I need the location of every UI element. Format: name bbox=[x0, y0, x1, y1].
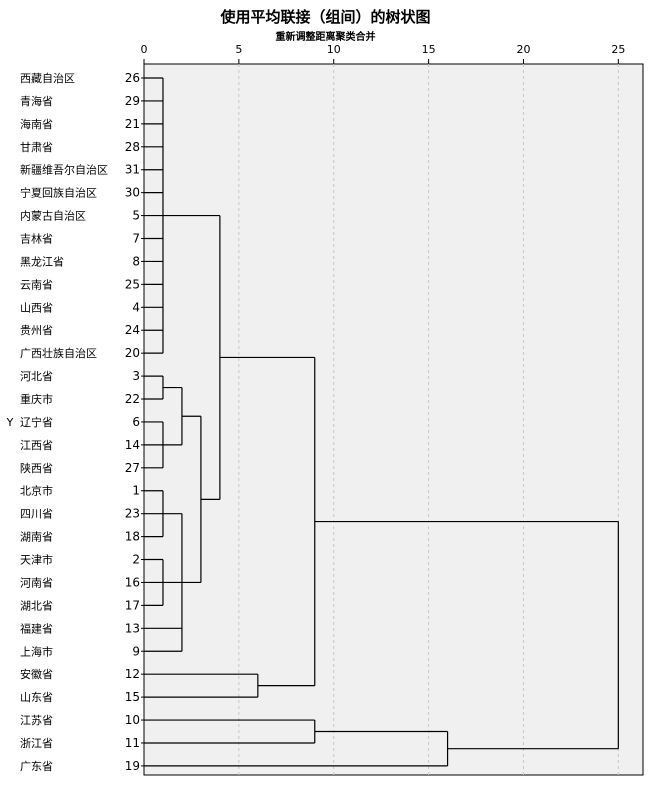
leaf-label: 江西省 bbox=[20, 439, 53, 452]
leaf-label: 浙江省 bbox=[20, 737, 53, 750]
leaf-label: 湖北省 bbox=[20, 599, 53, 612]
leaf-id: 21 bbox=[125, 117, 140, 131]
leaf-id: 20 bbox=[125, 346, 140, 360]
leaf-id: 7 bbox=[132, 232, 140, 246]
x-tick-label: 10 bbox=[327, 43, 341, 56]
leaf-label: 甘肃省 bbox=[20, 141, 53, 154]
leaf-id: 6 bbox=[132, 415, 140, 429]
leaf-label: 吉林省 bbox=[20, 232, 53, 246]
leaf-id: 14 bbox=[125, 438, 140, 452]
leaf-label: 四川省 bbox=[20, 508, 53, 521]
leaf-label: 陕西省 bbox=[20, 461, 53, 475]
x-tick-label: 15 bbox=[422, 43, 436, 56]
leaf-label: 湖南省 bbox=[20, 531, 53, 544]
leaf-label: 重庆市 bbox=[20, 392, 53, 406]
y-axis-label: Y bbox=[6, 416, 14, 429]
leaf-label: 山东省 bbox=[20, 691, 53, 704]
leaf-label: 宁夏回族自治区 bbox=[20, 186, 97, 200]
leaf-id: 1 bbox=[132, 484, 140, 498]
leaf-id: 17 bbox=[125, 598, 140, 612]
leaf-label: 江苏省 bbox=[20, 714, 53, 727]
leaf-id: 19 bbox=[125, 759, 140, 773]
leaf-label: 上海市 bbox=[20, 644, 53, 658]
leaf-id: 15 bbox=[125, 690, 140, 704]
x-tick-label: 5 bbox=[235, 43, 242, 56]
leaf-id: 4 bbox=[132, 300, 140, 314]
x-tick-label: 0 bbox=[141, 43, 148, 56]
leaf-id: 27 bbox=[125, 461, 140, 475]
leaf-id: 8 bbox=[132, 254, 140, 268]
leaf-id: 9 bbox=[132, 644, 140, 658]
leaf-label: 新疆维吾尔自治区 bbox=[20, 163, 108, 177]
leaf-label: 广西壮族自治区 bbox=[20, 346, 97, 360]
leaf-id: 16 bbox=[125, 575, 140, 589]
leaf-id: 13 bbox=[125, 621, 140, 635]
leaf-label: 云南省 bbox=[20, 278, 53, 291]
leaf-id: 29 bbox=[125, 94, 140, 108]
leaf-id: 10 bbox=[125, 713, 140, 727]
leaf-id: 5 bbox=[132, 209, 140, 223]
leaf-id: 25 bbox=[125, 277, 140, 291]
plot-area bbox=[143, 63, 644, 776]
leaf-label: 青海省 bbox=[20, 94, 53, 108]
leaf-id: 2 bbox=[132, 553, 140, 567]
x-tick-label: 25 bbox=[611, 43, 625, 56]
leaf-id: 3 bbox=[132, 369, 140, 383]
leaf-label: 河南省 bbox=[20, 576, 53, 589]
leaf-id: 30 bbox=[125, 186, 140, 200]
leaf-id: 11 bbox=[125, 736, 140, 750]
leaf-label: 天津市 bbox=[20, 553, 53, 567]
leaf-label: 贵州省 bbox=[20, 324, 53, 337]
chart-subtitle: 重新调整距离聚类合并 bbox=[275, 32, 376, 43]
leaf-label: 北京市 bbox=[20, 484, 53, 498]
leaf-id: 23 bbox=[125, 507, 140, 521]
leaf-label: 广东省 bbox=[20, 760, 53, 773]
leaf-label: 海南省 bbox=[20, 117, 53, 131]
leaf-label: 福建省 bbox=[20, 621, 53, 635]
leaf-id: 24 bbox=[125, 323, 140, 337]
leaf-label: 辽宁省 bbox=[20, 415, 53, 429]
leaf-label: 山西省 bbox=[20, 301, 53, 314]
leaf-label: 黑龙江省 bbox=[20, 255, 64, 268]
leaf-id: 22 bbox=[125, 392, 140, 406]
leaf-label: 西藏自治区 bbox=[20, 71, 75, 85]
leaf-label: 安徽省 bbox=[20, 667, 53, 681]
leaf-id: 18 bbox=[125, 530, 140, 544]
chart-title: 使用平均联接（组间）的树状图 bbox=[220, 8, 431, 26]
leaf-id: 12 bbox=[125, 667, 140, 681]
leaf-id: 26 bbox=[125, 71, 140, 85]
leaf-id: 31 bbox=[125, 163, 140, 177]
leaf-id: 28 bbox=[125, 140, 140, 154]
x-tick-label: 20 bbox=[516, 43, 530, 56]
leaf-label: 河北省 bbox=[20, 370, 53, 383]
leaf-label: 内蒙古自治区 bbox=[20, 209, 86, 223]
